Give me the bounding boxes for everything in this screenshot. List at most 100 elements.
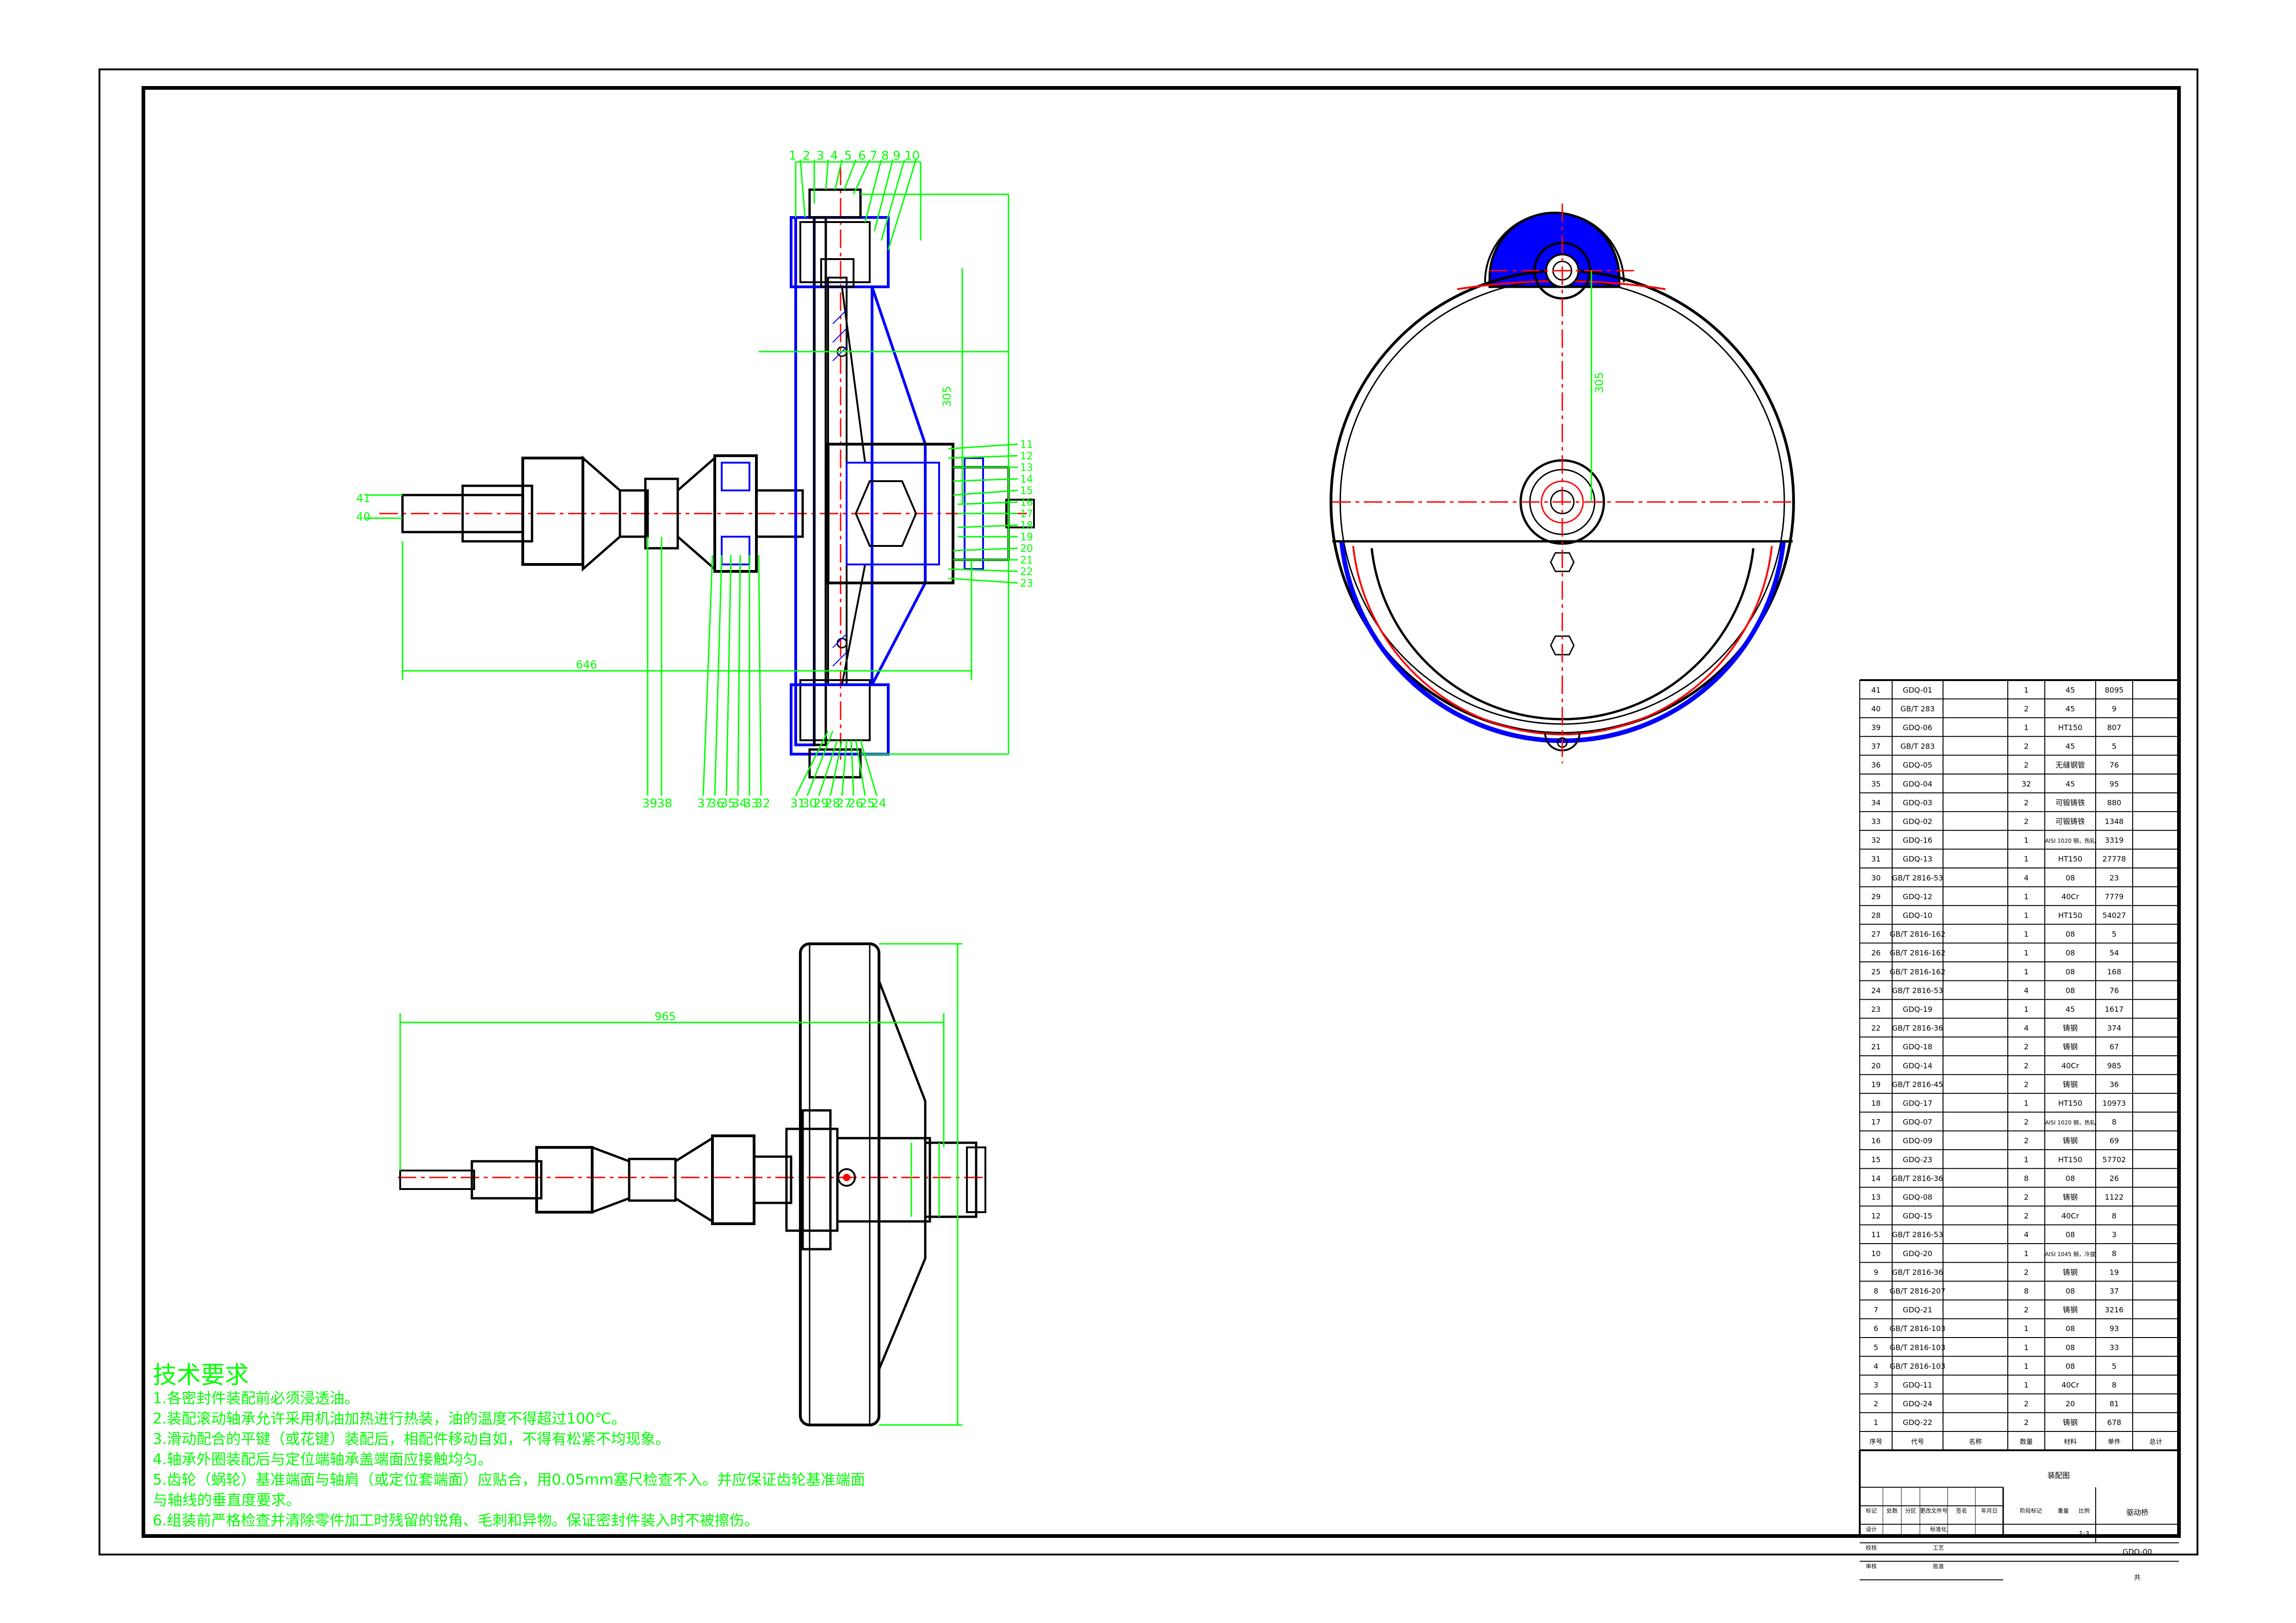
title-label: 工艺 — [1933, 1545, 1944, 1551]
header-cell: 数量 — [2020, 1438, 2033, 1446]
part-material: 45 — [2066, 704, 2075, 713]
header-cell: 单件 — [2108, 1438, 2121, 1446]
part-number: 27 — [1871, 930, 1881, 939]
tech-requirement-item: 2.装配滚动轴承允许采用机油加热进行热装，油的温度不得超过100℃。 — [153, 1410, 626, 1427]
balloon: 8 — [881, 149, 889, 163]
part-number: 32 — [1871, 836, 1881, 845]
part-weight: 5 — [2112, 930, 2117, 939]
part-weight: 81 — [2110, 1400, 2119, 1408]
part-weight: 1122 — [2105, 1193, 2124, 1202]
part-material: 铸钢 — [2063, 1306, 2078, 1314]
part-qty: 4 — [2024, 873, 2029, 882]
tech-requirement-item: 3.滑动配合的平键（或花键）装配后，相配件移动自如，不得有松紧不均现象。 — [153, 1430, 670, 1448]
part-number: 8 — [1874, 1287, 1878, 1295]
part-number: 35 — [1871, 780, 1881, 788]
balloon: 14 — [1020, 474, 1033, 485]
header-cell: 材料 — [2064, 1438, 2077, 1446]
part-code: GB/T 2816-36 — [1892, 1024, 1943, 1033]
part-weight: 54027 — [2103, 911, 2126, 920]
part-material: 铸钢 — [2063, 1418, 2078, 1427]
title-label: 签名 — [1956, 1507, 1967, 1514]
part-code: GB/T 2816-207 — [1890, 1287, 1946, 1295]
part-weight: 69 — [2110, 1136, 2119, 1145]
part-qty: 2 — [2024, 1042, 2029, 1051]
assembly-label: 装配图 — [2048, 1471, 2070, 1480]
part-number: 40 — [1871, 704, 1881, 713]
part-code: GDQ-06 — [1903, 723, 1932, 732]
part-code: GB/T 283 — [1900, 704, 1935, 713]
header-cell: 总计 — [2149, 1438, 2162, 1446]
part-material: 45 — [2066, 686, 2075, 694]
part-number: 6 — [1874, 1324, 1878, 1333]
balloon: 4 — [830, 149, 838, 163]
part-qty: 2 — [2024, 1418, 2029, 1427]
part-number: 19 — [1871, 1080, 1881, 1089]
part-number: 26 — [1871, 948, 1881, 957]
part-weight: 168 — [2107, 967, 2122, 976]
balloon: 37 — [697, 797, 712, 811]
part-number: 14 — [1871, 1174, 1881, 1183]
part-material: 08 — [2066, 948, 2075, 957]
part-material: AISI 1020 钢，热轧 — [2045, 1120, 2095, 1126]
part-weight: 3319 — [2105, 836, 2124, 845]
part-code: GDQ-08 — [1903, 1193, 1932, 1202]
front-circle-view — [1330, 204, 1795, 763]
part-material: 铸钢 — [2063, 1268, 2078, 1276]
part-material: 45 — [2066, 780, 2075, 788]
part-number: 4 — [1874, 1362, 1878, 1370]
part-code: GDQ-21 — [1903, 1306, 1932, 1314]
part-number: 1 — [1874, 1418, 1878, 1427]
part-code: GDQ-07 — [1903, 1118, 1932, 1127]
part-qty: 1 — [2024, 855, 2029, 863]
part-material: 铸钢 — [2063, 1080, 2078, 1089]
part-code: GB/T 2816-53 — [1892, 986, 1943, 995]
title-label: 重量 — [2058, 1508, 2069, 1514]
part-code: GB/T 2816-103 — [1890, 1362, 1946, 1370]
part-qty: 1 — [2024, 892, 2029, 901]
part-material: AISI 1020 钢，热轧 — [2045, 838, 2095, 844]
dimension-length: 965 — [655, 1010, 676, 1023]
part-material: 08 — [2066, 1324, 2075, 1333]
part-code: GDQ-17 — [1903, 1099, 1932, 1108]
part-qty: 32 — [2022, 780, 2031, 788]
part-code: GB/T 283 — [1900, 742, 1935, 751]
part-weight: 3216 — [2105, 1306, 2124, 1314]
balloon: 41 — [356, 492, 371, 505]
part-material: 08 — [2066, 1174, 2075, 1183]
part-code: GB/T 2816-162 — [1890, 930, 1946, 939]
part-number: 34 — [1871, 798, 1881, 807]
top-section-view — [379, 167, 1035, 779]
title-label: 阶段标记 — [2020, 1507, 2042, 1514]
top-view-dimensions — [365, 159, 1018, 796]
part-weight: 8 — [2112, 1118, 2117, 1127]
part-qty: 1 — [2024, 686, 2029, 694]
part-code: GDQ-02 — [1903, 817, 1932, 826]
title-label: 设计 — [1866, 1526, 1877, 1533]
dimension-height: 305 — [941, 386, 953, 407]
part-material: HT150 — [2058, 1099, 2082, 1108]
part-code: GDQ-20 — [1903, 1249, 1932, 1258]
part-material: 08 — [2066, 1287, 2075, 1295]
part-qty: 2 — [2024, 1061, 2029, 1070]
balloon: 26 — [848, 797, 863, 811]
part-code: GB/T 2816-36 — [1892, 1174, 1943, 1183]
part-qty: 1 — [2024, 967, 2029, 976]
part-qty: 2 — [2024, 1136, 2029, 1145]
part-material: 45 — [2066, 1005, 2075, 1014]
balloon: 16 — [1020, 497, 1033, 508]
part-weight: 33 — [2110, 1343, 2119, 1352]
balloon: 21 — [1020, 555, 1033, 566]
balloon: 31 — [790, 797, 805, 811]
part-weight: 7779 — [2105, 892, 2124, 901]
part-number: 28 — [1871, 911, 1881, 920]
part-weight: 8095 — [2105, 686, 2124, 694]
scale-value: 1:3 — [2079, 1530, 2090, 1538]
part-qty: 2 — [2024, 1193, 2029, 1202]
part-qty: 2 — [2024, 761, 2029, 769]
part-material: 铸钢 — [2063, 1024, 2078, 1033]
part-code: GB/T 2816-103 — [1890, 1324, 1946, 1333]
part-code: GB/T 2816-53 — [1892, 873, 1943, 882]
title-label: 处数 — [1887, 1507, 1898, 1514]
part-qty: 2 — [2024, 1306, 2029, 1314]
part-weight: 678 — [2107, 1418, 2122, 1427]
